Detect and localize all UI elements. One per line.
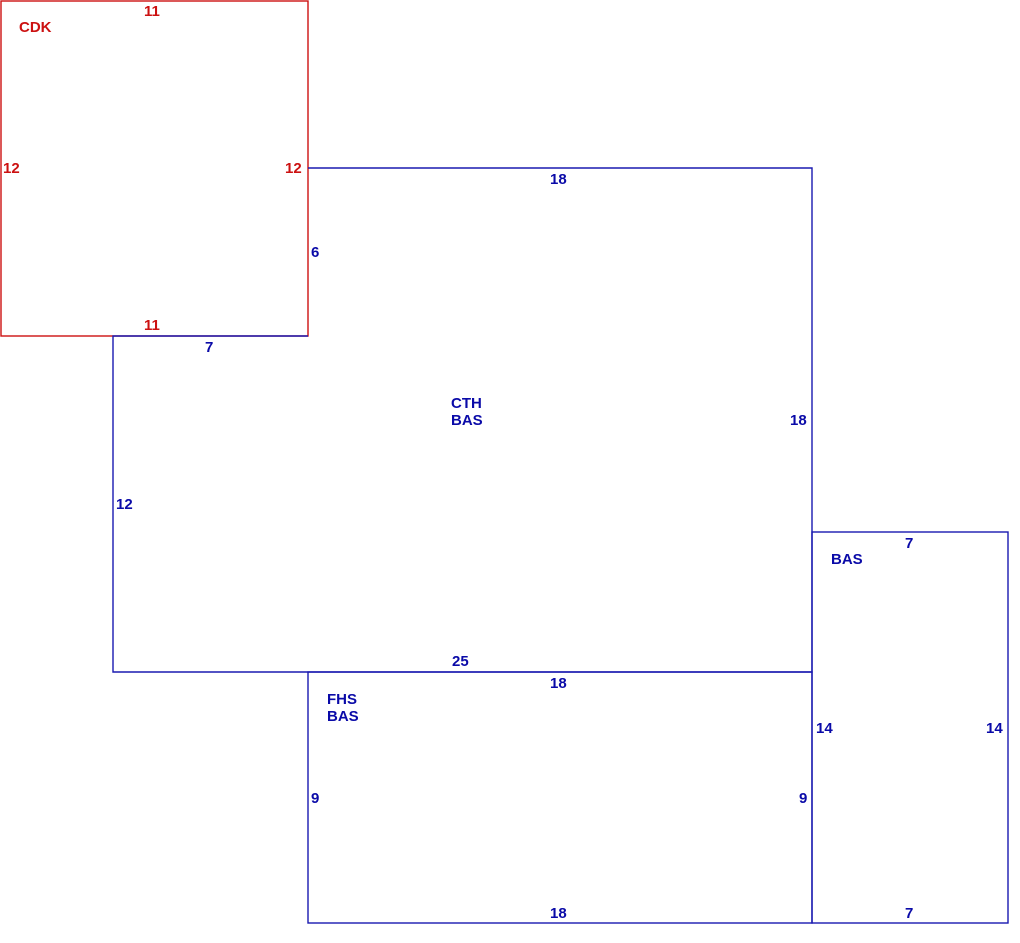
- dim-right-top: 7: [905, 535, 913, 552]
- dim-main-top: 18: [550, 171, 567, 188]
- dim-main-notch: 6: [311, 244, 319, 261]
- dim-cdk-right: 12: [285, 160, 302, 177]
- dim-lower-left: 9: [311, 790, 319, 807]
- dim-right-left: 14: [816, 720, 833, 737]
- lower-code-bas: BAS: [327, 708, 359, 725]
- dim-main-left: 12: [116, 496, 133, 513]
- dim-main-bottom: 25: [452, 653, 469, 670]
- main-code-bas: BAS: [451, 412, 483, 429]
- lower-code-fhs: FHS: [327, 691, 357, 708]
- dim-cdk-top: 11: [144, 3, 160, 20]
- right-code-bas: BAS: [831, 551, 863, 568]
- dim-right-right: 14: [986, 720, 1003, 737]
- dim-main-ledge: 7: [205, 339, 213, 356]
- dim-lower-bottom: 18: [550, 905, 567, 922]
- right-bas-outline: [811, 531, 1009, 924]
- dim-right-bottom: 7: [905, 905, 913, 922]
- dim-cdk-left: 12: [3, 160, 20, 177]
- main-code-cth: CTH: [451, 395, 482, 412]
- dim-main-right: 18: [790, 412, 807, 429]
- lower-fhs-outline: [307, 671, 813, 924]
- dim-lower-top: 18: [550, 675, 567, 692]
- cdk-code: CDK: [19, 19, 52, 36]
- cdk-outline: [0, 0, 309, 337]
- dim-lower-right: 9: [799, 790, 807, 807]
- dim-cdk-bottom: 11: [144, 317, 160, 334]
